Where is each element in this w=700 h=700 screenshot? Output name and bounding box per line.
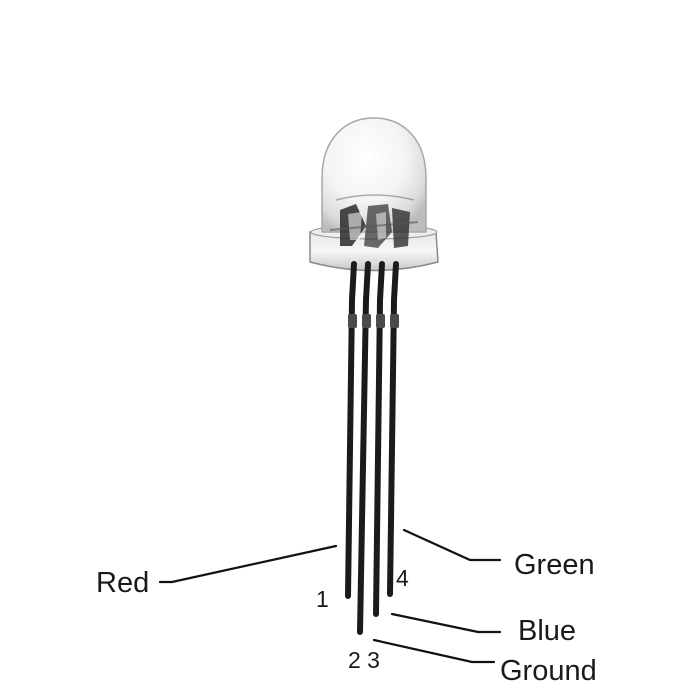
lead-standoff-3 <box>376 314 385 328</box>
label-green: Green <box>514 549 595 581</box>
lead-pin-2 <box>357 261 371 635</box>
leader-ground <box>372 638 496 664</box>
leader-green <box>402 528 502 562</box>
pin-number-4: 4 <box>396 565 409 591</box>
label-ground: Ground <box>500 655 597 687</box>
lead-standoff-1 <box>348 314 357 328</box>
led-leads <box>345 261 399 635</box>
leader-lines <box>158 528 502 664</box>
leader-red <box>158 544 338 584</box>
lead-standoff-4 <box>390 314 399 328</box>
lead-standoff-2 <box>362 314 371 328</box>
pin-number-1: 1 <box>316 586 329 612</box>
led-internal-frame <box>329 194 419 248</box>
led-dome <box>321 117 427 233</box>
lead-pin-4 <box>387 261 399 597</box>
led-component <box>309 117 439 272</box>
label-red: Red <box>96 567 149 599</box>
lead-pin-3 <box>373 261 385 617</box>
leader-blue <box>390 612 502 634</box>
pin-number-2-3: 2 3 <box>348 647 380 673</box>
label-blue: Blue <box>518 615 576 647</box>
lead-pin-1 <box>345 261 357 599</box>
